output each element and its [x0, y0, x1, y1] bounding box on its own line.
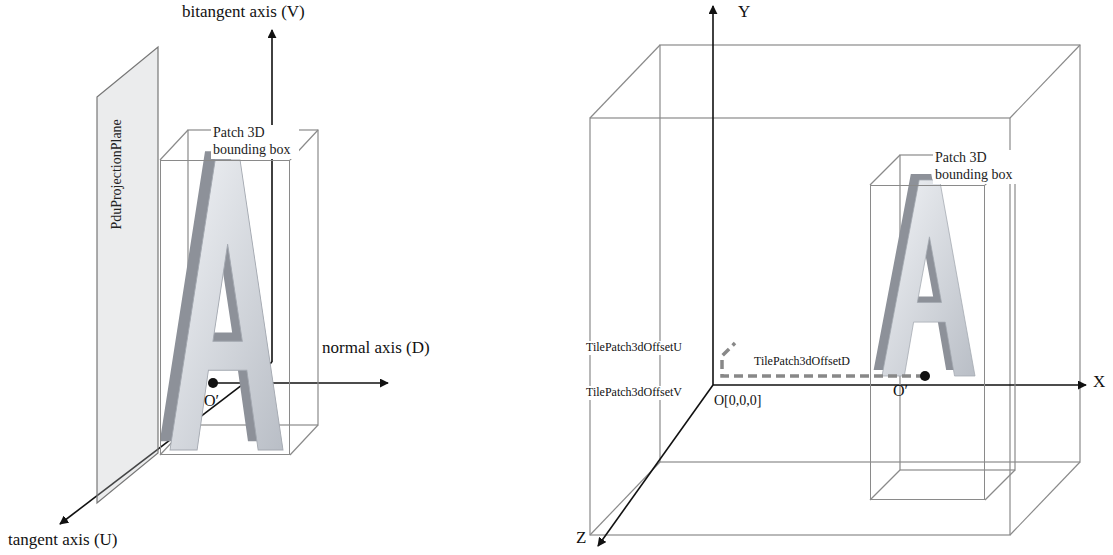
plane-shape	[95, 45, 160, 505]
offset-label: TilePatch3dOffsetD	[752, 355, 852, 369]
axis-label: Z	[576, 528, 586, 548]
origin-label: O′	[204, 392, 219, 410]
volume-cube	[590, 45, 1080, 535]
letter-a-figure	[160, 151, 283, 450]
bounding-box: Patch 3D bounding box	[870, 185, 985, 500]
offset-label: TilePatch3dOffsetU	[584, 341, 684, 355]
bounding-box: Patch 3D bounding box	[160, 160, 290, 455]
offset-label: TilePatch3dOffsetV	[584, 386, 684, 400]
axis-label: tangent axis (U)	[8, 530, 118, 550]
offset-path	[722, 343, 925, 376]
plane-label: PduProjectionPlane	[109, 117, 126, 231]
projection-plane: PduProjectionPlane	[95, 45, 160, 505]
box-label: Patch 3D bounding box	[211, 125, 299, 159]
origin-label: O[0,0,0]	[712, 393, 763, 409]
letter-a-figure	[874, 174, 975, 376]
box-label: Patch 3D bounding box	[933, 150, 1019, 184]
left-bbox-back	[160, 130, 318, 455]
origin-label: O′	[893, 382, 908, 400]
axis-label: X	[1093, 372, 1105, 392]
left-axes	[60, 30, 388, 524]
right-bbox-back	[870, 155, 1015, 500]
axis-label: normal axis (D)	[322, 338, 430, 358]
origin-dot	[208, 378, 218, 388]
origin-dot	[920, 371, 930, 381]
right-axes	[598, 6, 1086, 546]
plane-outline	[97, 47, 158, 503]
axis-label: bitangent axis (V)	[182, 2, 305, 22]
axis-label: Y	[738, 2, 750, 22]
